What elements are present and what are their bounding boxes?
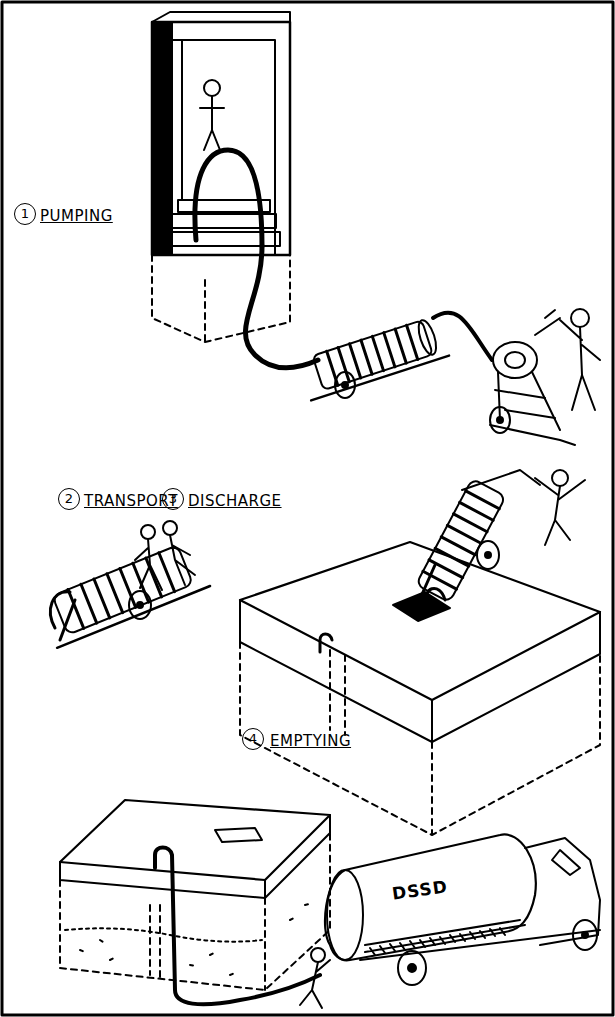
callout-number: 2 <box>58 488 80 510</box>
hose <box>245 246 318 368</box>
step-title: TRANSPORT <box>84 494 178 509</box>
person <box>300 948 330 1008</box>
wheel <box>335 372 355 398</box>
vacuum-drum <box>298 316 449 401</box>
callout-number: 4 <box>242 728 264 750</box>
hand-pump <box>490 310 575 445</box>
hose <box>433 313 492 360</box>
discharge-drum <box>415 470 540 610</box>
step-title: DISCHARGE <box>188 494 282 509</box>
person <box>560 309 600 410</box>
person <box>535 470 585 545</box>
callout-number: 1 <box>14 203 36 225</box>
storage-tank <box>60 800 330 990</box>
step-title: PUMPING <box>40 209 113 224</box>
callout-number: 3 <box>162 488 184 510</box>
suction-hose <box>155 848 320 1005</box>
tank-lettering: DSSD <box>391 878 449 903</box>
transport-drum <box>38 521 210 648</box>
step-title: EMPTYING <box>270 734 351 749</box>
tanker-truck <box>325 834 600 985</box>
latrine <box>152 12 290 342</box>
